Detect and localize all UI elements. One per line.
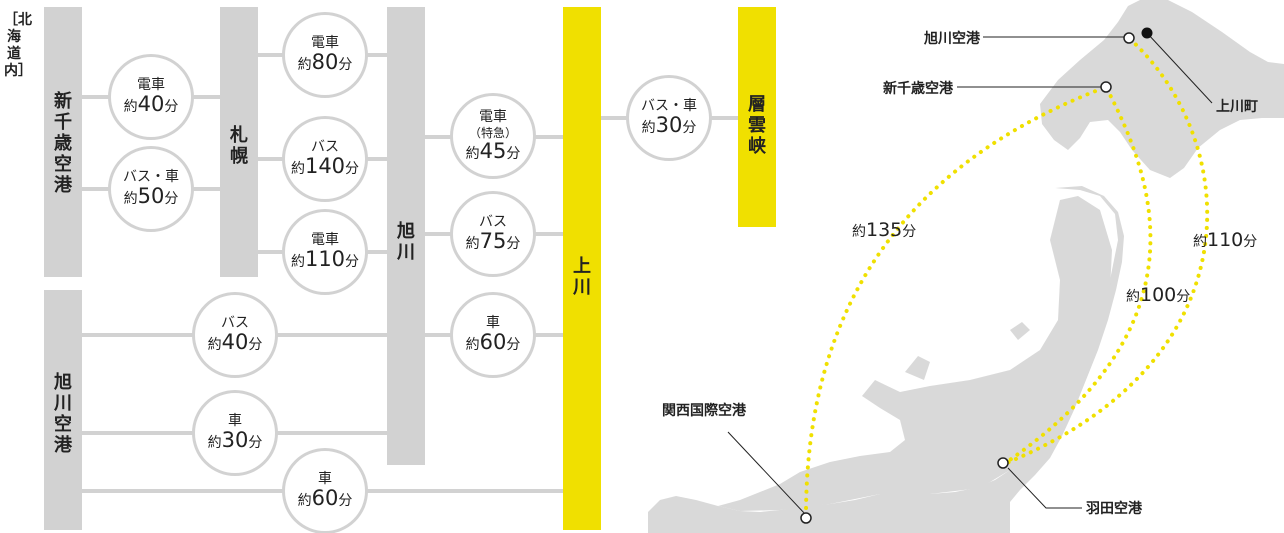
route-mode: 電車	[479, 108, 507, 125]
sado-island	[1010, 322, 1030, 340]
node-label: 上川	[572, 256, 591, 298]
flight-time-shinchitose: 約100分	[1126, 284, 1190, 306]
route-mode: 電車	[311, 35, 339, 51]
label-asahikawa-airport: 旭川空港	[923, 30, 981, 47]
route-mode: 車	[486, 315, 500, 331]
node-label: 旭川	[396, 221, 415, 263]
label-shinchitose: 新千歳空港	[883, 80, 954, 97]
leader-line	[1146, 32, 1213, 104]
shikoku-landmass	[712, 514, 812, 533]
route-mode: バス	[311, 139, 339, 155]
node-asahikawa-airport: 旭川空港	[44, 290, 82, 530]
haneda-airport-marker	[997, 457, 1009, 469]
label-kansai: 関西国際空港	[662, 402, 747, 419]
route-bubble: バス 約75分	[450, 191, 536, 277]
route-mode: バス・車	[123, 169, 179, 185]
route-bubble: 車 約30分	[192, 390, 278, 476]
route-bubble: 電車 約40分	[108, 54, 194, 140]
route-bubble: バス・車 約50分	[108, 146, 194, 232]
noto-peninsula	[905, 356, 930, 380]
flight-route-asahikawa-haneda	[1002, 37, 1210, 466]
route-mode: バス・車	[641, 98, 697, 114]
route-bubble: 電車 約80分	[282, 12, 368, 98]
route-time: 約60分	[465, 330, 521, 354]
route-time: 約30分	[641, 113, 697, 137]
route-mode: 電車	[311, 232, 339, 248]
kansai-airport-marker	[800, 512, 812, 524]
route-time: 約30分	[207, 428, 263, 452]
flight-time-asahikawa: 約110分	[1193, 229, 1257, 251]
hokkaido-landmass	[1040, 0, 1284, 178]
route-mode: 車	[318, 471, 332, 487]
node-sapporo: 札幌	[220, 7, 258, 277]
node-shinchitose: 新千歳空港	[44, 7, 82, 277]
honshu-west-landmass	[718, 196, 1112, 511]
node-label: 旭川空港	[53, 372, 72, 456]
route-note: （特急）	[468, 125, 517, 140]
route-time: 約110分	[290, 247, 360, 271]
label-kamikawa-town: 上川町	[1216, 99, 1258, 115]
route-time: 約40分	[123, 92, 179, 116]
route-bubble: バス 約140分	[282, 116, 368, 202]
route-bubble: 電車 （特急） 約45分	[450, 93, 536, 179]
route-mode: 電車	[137, 77, 165, 93]
route-time: 約45分	[465, 138, 521, 163]
node-sounkyo: 層雲峡	[738, 7, 776, 227]
node-label: 新千歳空港	[53, 91, 72, 196]
route-bubble: 車 約60分	[450, 292, 536, 378]
route-time: 約60分	[297, 486, 353, 510]
node-label: 層雲峡	[747, 94, 766, 157]
node-asahikawa: 旭川	[387, 7, 425, 465]
leader-line	[1007, 467, 1082, 509]
route-time: 約140分	[290, 154, 360, 178]
leader-line	[727, 431, 807, 516]
flight-route-shinchitose-haneda	[1002, 87, 1153, 466]
flight-time-kansai: 約135分	[852, 219, 916, 241]
route-time: 約40分	[207, 330, 263, 354]
node-kamikawa: 上川	[563, 7, 601, 530]
route-bubble: 車 約60分	[282, 448, 368, 533]
route-bubble: 電車 約110分	[282, 209, 368, 295]
route-mode: 車	[228, 413, 242, 429]
route-bubble: バス・車 約30分	[626, 75, 712, 161]
shinchitose-airport-marker	[1100, 81, 1112, 93]
route-time: 約80分	[297, 50, 353, 74]
route-time: 約50分	[123, 184, 179, 208]
route-mode: バス	[221, 315, 249, 331]
label-haneda: 羽田空港	[1086, 500, 1143, 517]
asahikawa-airport-marker	[1123, 32, 1135, 44]
route-time: 約75分	[465, 229, 521, 253]
node-label: 札幌	[229, 125, 248, 167]
flight-route-kansai	[804, 85, 1108, 518]
route-mode: バス	[479, 214, 507, 230]
kamikawa-town-marker	[1141, 27, 1153, 39]
route-bubble: バス 約40分	[192, 292, 278, 378]
